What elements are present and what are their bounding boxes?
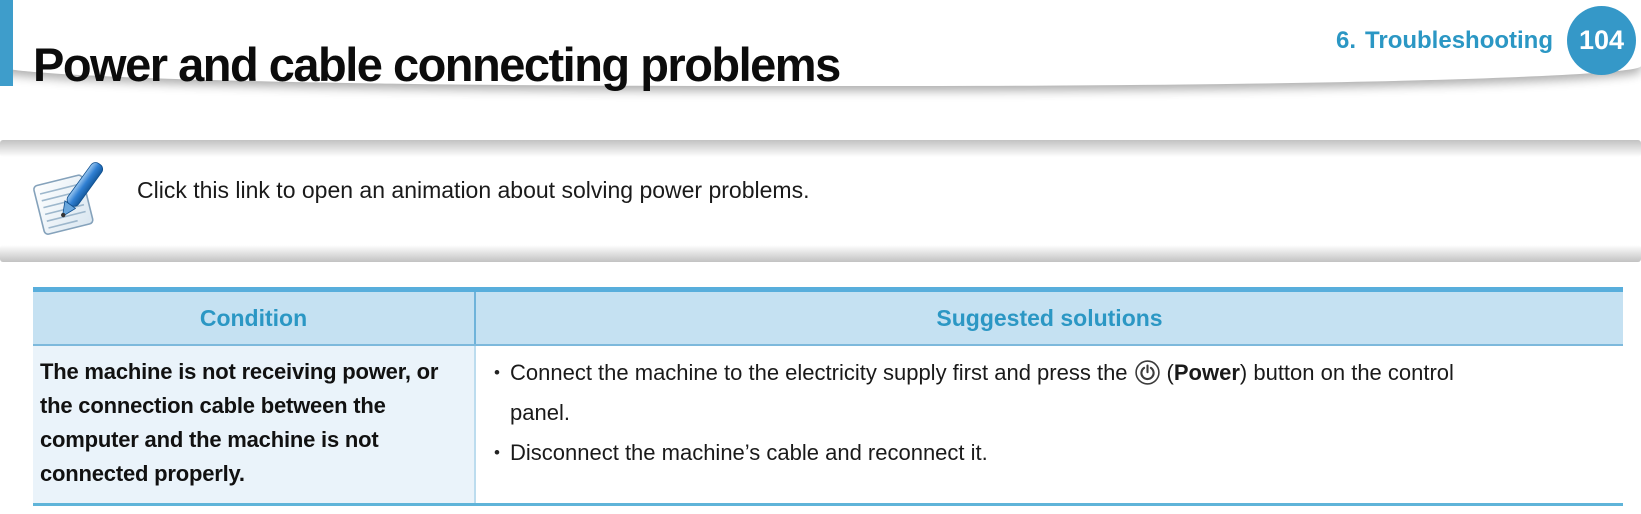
note-pencil-icon	[26, 155, 110, 239]
solution-item-1: • Connect the machine to the electricity…	[484, 353, 1605, 433]
column-header-solutions: Suggested solutions	[936, 304, 1163, 331]
bullet-icon: •	[494, 443, 500, 462]
chapter-label: 6. Troubleshooting	[1336, 27, 1553, 55]
page-number-badge: 104	[1567, 6, 1636, 75]
page-number: 104	[1578, 25, 1625, 55]
bullet-icon: •	[494, 363, 500, 382]
chapter-name: Troubleshooting	[1365, 27, 1553, 54]
condition-cell: The machine is not receiving power, or t…	[33, 346, 476, 503]
power-label: Power	[1173, 360, 1240, 385]
note-content: Click this link to open an animation abo…	[0, 157, 1641, 245]
table-header-row: Condition Suggested solutions	[33, 292, 1623, 346]
column-header-condition: Condition	[33, 292, 476, 344]
note-link-text[interactable]: Click this link to open an animation abo…	[137, 177, 810, 203]
solution-text-1: Connect the machine to the electricity s…	[510, 353, 1605, 433]
page-title: Power and cable connecting problems	[33, 38, 841, 92]
note-top-rule	[0, 140, 1641, 157]
solutions-cell: • Connect the machine to the electricity…	[476, 346, 1623, 503]
troubleshooting-table: Condition Suggested solutions The machin…	[33, 287, 1623, 506]
accent-bar	[0, 0, 13, 86]
note-box: Click this link to open an animation abo…	[0, 140, 1641, 262]
note-bottom-rule	[0, 245, 1641, 262]
solution-text-2: Disconnect the machine’s cable and recon…	[510, 440, 988, 465]
power-icon	[1128, 353, 1167, 393]
chapter-number: 6.	[1336, 27, 1357, 54]
table-top-border	[33, 287, 1623, 292]
table-row: The machine is not receiving power, or t…	[33, 346, 1623, 506]
page-header: Power and cable connecting problems 6. Tr…	[0, 0, 1641, 91]
solution-item-2: • Disconnect the machine’s cable and rec…	[484, 433, 1605, 473]
